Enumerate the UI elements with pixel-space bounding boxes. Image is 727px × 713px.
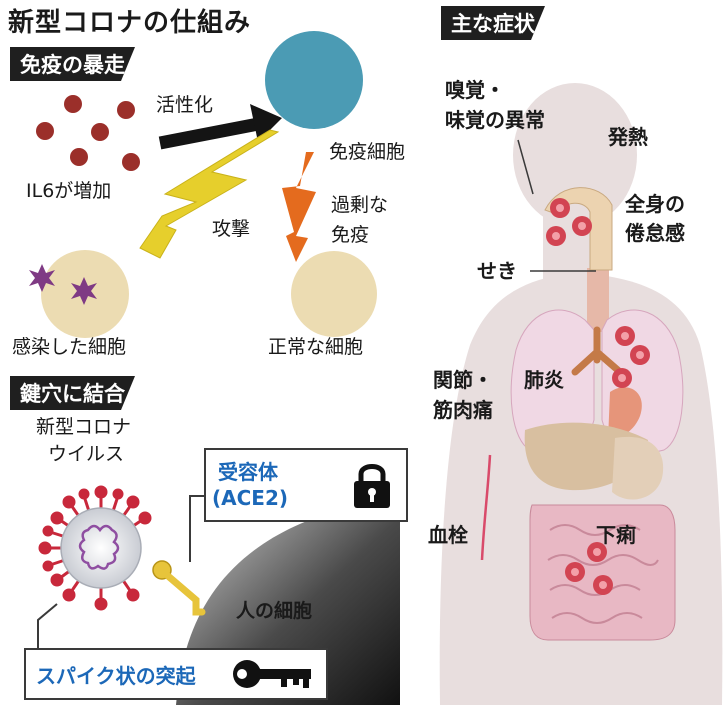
il6-label: IL6が増加 — [26, 180, 112, 202]
pneumonia-label: 肺炎 — [524, 368, 564, 392]
joint-pain-label-2: 筋肉痛 — [433, 398, 493, 422]
smell-taste-label-2: 味覚の異常 — [445, 108, 545, 132]
receptor-label-1: 受容体 — [218, 460, 278, 484]
section-header-binding: 鍵穴に結合 — [10, 376, 135, 410]
activation-label: 活性化 — [156, 94, 214, 116]
smell-taste-label-1: 嗅覚・ — [445, 78, 505, 102]
spike-callout: スパイク状の突起 — [24, 648, 328, 700]
receptor-callout: 受容体 (ACE2) — [204, 448, 408, 522]
excess-immune-bolt — [282, 152, 316, 262]
receptor-label-2: (ACE2) — [212, 486, 289, 510]
diarrhea-label: 下痢 — [596, 523, 636, 547]
il6-molecules — [36, 95, 140, 171]
normal-cell-label: 正常な細胞 — [268, 336, 364, 358]
thrombus-label: 血栓 — [428, 523, 468, 547]
attack-bolt — [139, 129, 280, 259]
virus-label-2: ウイルス — [48, 443, 125, 465]
key-icon — [233, 660, 311, 688]
virus-body — [60, 507, 142, 589]
excess-immune-label-1: 過剰な — [331, 194, 389, 216]
fatigue-label-1: 全身の — [625, 192, 685, 216]
section-header-immune: 免疫の暴走 — [10, 47, 135, 81]
section-header-symptoms: 主な症状 — [441, 6, 545, 40]
activation-arrow — [158, 104, 282, 150]
normal-cell — [291, 251, 377, 337]
human-cell-label: 人の細胞 — [236, 600, 313, 622]
fever-label: 発熱 — [608, 125, 648, 149]
joint-pain-label-1: 関節・ — [433, 368, 493, 392]
page-title: 新型コロナの仕組み — [8, 8, 252, 38]
excess-immune-label-2: 免疫 — [331, 224, 370, 246]
virus-rna — [78, 524, 120, 570]
immune-cell-label: 免疫細胞 — [329, 141, 406, 163]
virus-label-1: 新型コロナ — [36, 416, 132, 438]
receptor-ace2 — [152, 560, 206, 616]
infected-cell-label: 感染した細胞 — [12, 336, 127, 358]
fatigue-label-2: 倦怠感 — [625, 221, 685, 245]
lock-icon — [354, 464, 390, 508]
attack-label: 攻撃 — [212, 218, 251, 240]
spike-label: スパイク状の突起 — [36, 664, 196, 688]
immune-cell — [265, 31, 363, 129]
cough-label: せき — [477, 259, 517, 283]
human-body-figure — [439, 83, 723, 705]
